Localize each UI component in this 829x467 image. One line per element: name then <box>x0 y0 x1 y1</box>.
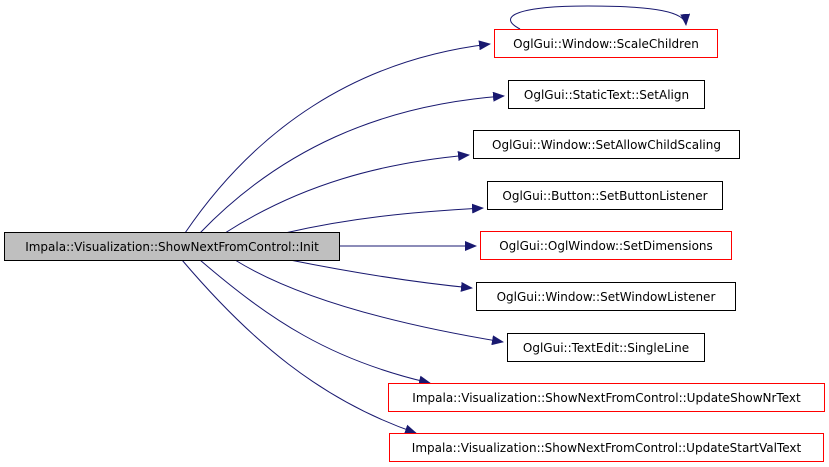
node-setalign[interactable]: OglGui::StaticText::SetAlign <box>508 80 705 109</box>
node-label: OglGui::Window::SetAllowChildScaling <box>492 137 721 152</box>
node-label: Impala::Visualization::ShowNextFromContr… <box>411 440 802 455</box>
node-setbuttonlistener[interactable]: OglGui::Button::SetButtonListener <box>487 181 723 210</box>
node-label: OglGui::OglWindow::SetDimensions <box>499 238 713 253</box>
node-setallowchildscaling[interactable]: OglGui::Window::SetAllowChildScaling <box>473 130 740 159</box>
node-scalechildren[interactable]: OglGui::Window::ScaleChildren <box>494 29 718 58</box>
node-label: OglGui::Window::SetWindowListener <box>496 289 716 304</box>
edge-to-singleline <box>234 259 504 346</box>
node-updateshownrtext[interactable]: Impala::Visualization::ShowNextFromContr… <box>388 383 825 412</box>
edge-to-updateshownrtext <box>199 259 431 386</box>
edge-to-setwindowlistener <box>289 259 473 292</box>
call-edges <box>181 5 691 435</box>
self-loop-edge-scalechildren <box>510 5 691 30</box>
root-function-label: Impala::Visualization::ShowNextFromContr… <box>25 239 319 254</box>
node-label: OglGui::Window::ScaleChildren <box>513 36 699 51</box>
node-singleline[interactable]: OglGui::TextEdit::SingleLine <box>507 333 705 362</box>
node-setwindowlistener[interactable]: OglGui::Window::SetWindowListener <box>476 282 736 311</box>
edge-to-scalechildren <box>184 40 491 234</box>
node-label: Impala::Visualization::ShowNextFromContr… <box>412 390 801 405</box>
node-updatestartvaltext[interactable]: Impala::Visualization::ShowNextFromContr… <box>389 433 824 462</box>
edge-to-setallowchildscaling <box>224 151 470 234</box>
edge-to-setalign <box>199 91 505 234</box>
node-label: OglGui::StaticText::SetAlign <box>523 87 690 102</box>
edge-to-updatestartvaltext <box>181 259 417 435</box>
node-label: OglGui::Button::SetButtonListener <box>502 188 708 203</box>
node-setdimensions[interactable]: OglGui::OglWindow::SetDimensions <box>480 231 732 260</box>
edge-to-setbuttonlistener <box>284 203 484 234</box>
node-label: OglGui::TextEdit::SingleLine <box>522 340 690 355</box>
root-function-node: Impala::Visualization::ShowNextFromContr… <box>4 232 340 261</box>
